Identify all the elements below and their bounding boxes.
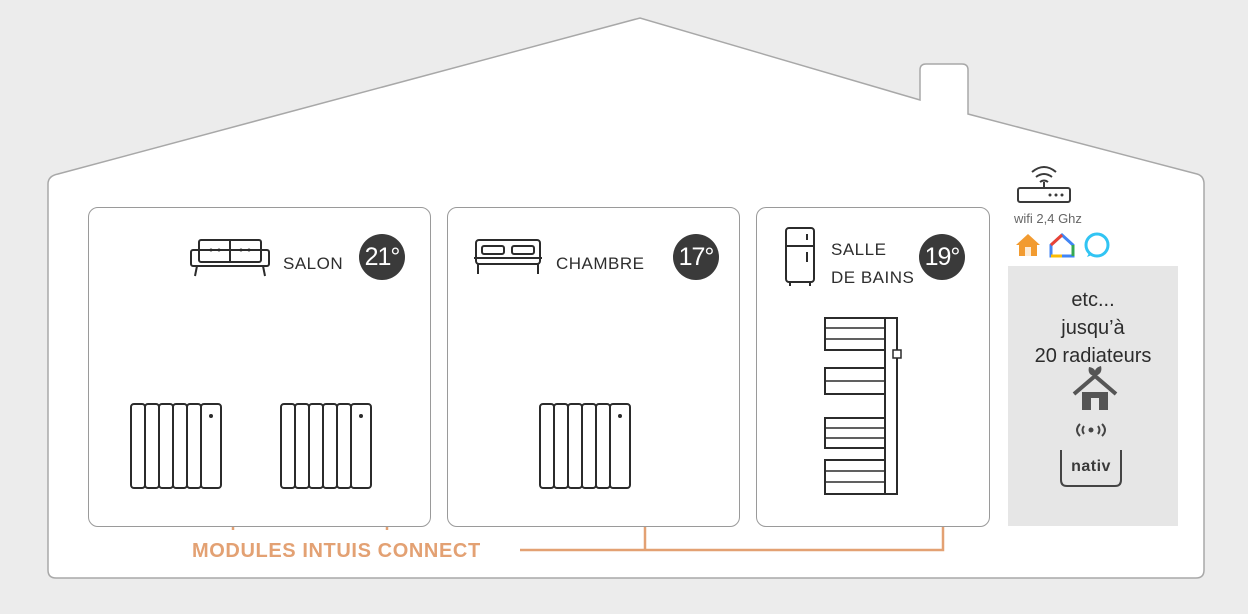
temperature-badge: 21° (359, 234, 405, 280)
radiator-icon (539, 403, 631, 489)
side-text-line3: 20 radiateurs (1034, 345, 1152, 367)
room-label-line2: DE BAINS (831, 268, 915, 287)
wifi-label: wifi 2,4 Ghz (1014, 211, 1082, 226)
temperature-badge: 19° (919, 234, 965, 280)
towel-radiator-icon (824, 317, 902, 495)
radiator-icon (280, 403, 372, 489)
side-text-line1: etc... (1071, 289, 1115, 311)
room-chambre: CHAMBRE 17° (447, 207, 740, 527)
room-salle-de-bains: SALLE DE BAINS 19° (756, 207, 990, 527)
radiator-icon (130, 403, 222, 489)
bed-icon (474, 239, 542, 274)
home-app-icon (1016, 234, 1040, 256)
router-icon (1017, 166, 1071, 203)
room-label: SALON (283, 254, 344, 273)
side-text-line2: jusqu’à (1061, 317, 1125, 339)
modules-label: MODULES INTUIS CONNECT (190, 540, 483, 563)
room-salon: SALON 21° (88, 207, 431, 527)
room-label: CHAMBRE (556, 254, 645, 273)
nativ-label: nativ (1071, 458, 1111, 475)
side-panel: etc... jusqu’à 20 radiateurs nativ (1008, 266, 1178, 526)
fridge-icon (785, 227, 815, 286)
nativ-icon (1060, 423, 1122, 487)
alexa-icon (1084, 232, 1110, 258)
google-home-icon (1049, 232, 1075, 258)
temperature-badge: 17° (673, 234, 719, 280)
room-label-line1: SALLE (831, 240, 887, 259)
sofa-icon (190, 239, 270, 277)
eco-house-icon (1072, 366, 1118, 410)
